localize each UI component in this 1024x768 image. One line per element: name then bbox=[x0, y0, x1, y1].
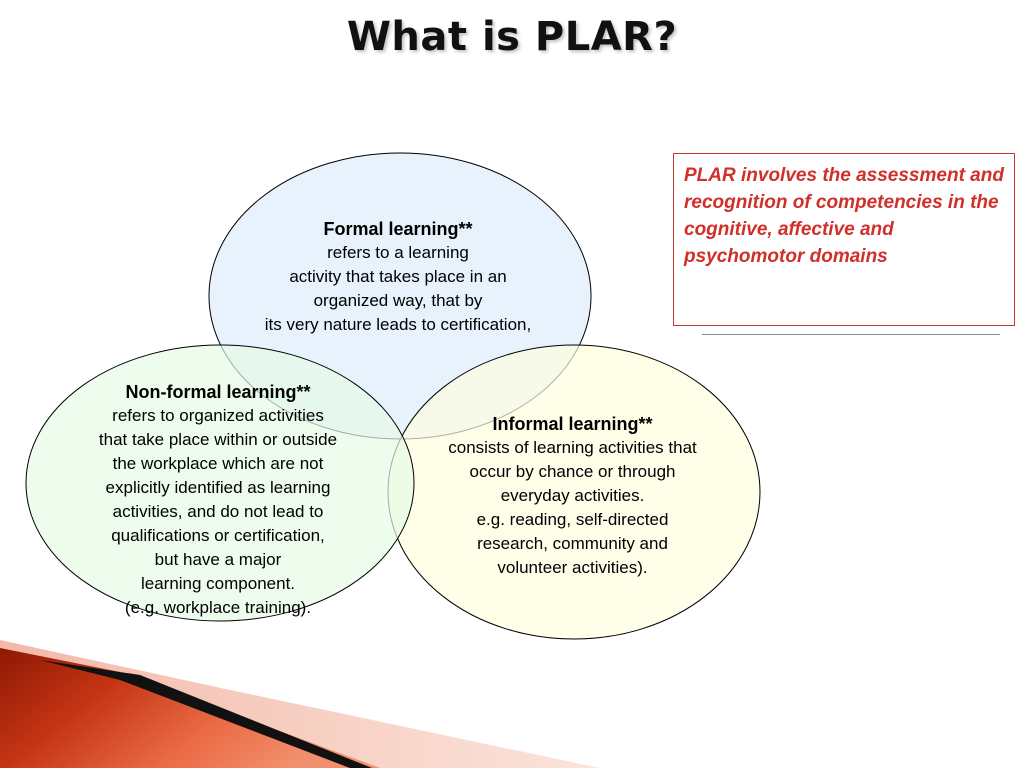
circle-nonformal-learning bbox=[25, 344, 415, 622]
formal-learning-text: Formal learning** refers to a learning a… bbox=[228, 217, 568, 337]
formal-learning-description: refers to a learning activity that takes… bbox=[264, 243, 532, 334]
page-title: What is PLAR? bbox=[346, 14, 678, 60]
informal-learning-text: Informal learning** consists of learning… bbox=[410, 412, 735, 580]
informal-learning-description: consists of learning activities that occ… bbox=[448, 438, 697, 577]
nonformal-learning-text: Non-formal learning** refers to organize… bbox=[58, 380, 378, 620]
informal-learning-heading: Informal learning** bbox=[492, 414, 653, 434]
plar-callout-text: PLAR involves the assessment and recogni… bbox=[684, 165, 1004, 267]
nonformal-learning-heading: Non-formal learning** bbox=[125, 382, 311, 402]
plar-callout-box: PLAR involves the assessment and recogni… bbox=[673, 153, 1015, 326]
nonformal-learning-description: refers to organized activities that take… bbox=[98, 406, 338, 617]
callout-divider bbox=[702, 334, 1000, 335]
formal-learning-heading: Formal learning** bbox=[323, 219, 473, 239]
corner-black-stripe bbox=[40, 660, 372, 768]
